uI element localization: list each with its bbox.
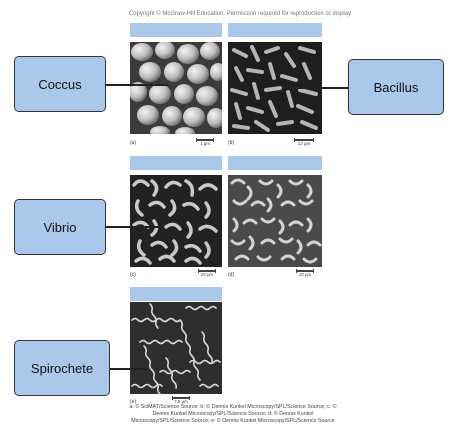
panel-e-scale-bar: 7.5 µm <box>172 395 190 405</box>
panel-e-letter: (e) <box>130 399 137 405</box>
spirochete-leader-line <box>110 368 148 370</box>
bacillus-label: Bacillus <box>348 59 444 115</box>
vibrio-micrograph <box>130 175 222 267</box>
spirochete-micrograph <box>130 302 222 394</box>
panel-a-letter: (a) <box>130 140 137 146</box>
panel-c-header <box>130 156 222 170</box>
panel-c-letter: (c) <box>130 272 136 278</box>
coccus-leader-line <box>106 84 168 86</box>
panel-b-header <box>228 23 322 37</box>
photo-credits: a: © SciMAT/Science Source; b: © Dennis … <box>129 404 337 425</box>
panel-a-header <box>130 23 222 37</box>
bacillus-leader-line <box>294 87 348 89</box>
panel-b-letter: (b) <box>228 140 235 146</box>
copyright-notice: Copyright © McGraw-Hill Education. Permi… <box>128 11 352 17</box>
panel-d-header <box>228 156 322 170</box>
panel-a-scale-bar: 1 µm <box>196 137 214 147</box>
panel-d-letter: (d) <box>228 272 235 278</box>
bacillus-micrograph <box>228 42 322 134</box>
panel-c-scale-bar: 10 µm <box>198 268 216 278</box>
vibrio-micrograph-2 <box>228 175 322 267</box>
vibrio-label: Vibrio <box>14 199 106 255</box>
spirochete-label: Spirochete <box>14 340 110 396</box>
panel-d-scale-bar: 10 µm <box>296 268 314 278</box>
panel-e-header <box>130 287 222 301</box>
coccus-micrograph <box>130 42 222 134</box>
vibrio-leader-line <box>106 226 162 228</box>
coccus-label: Coccus <box>14 56 106 112</box>
panel-b-scale-bar: 12 µm <box>294 137 314 147</box>
